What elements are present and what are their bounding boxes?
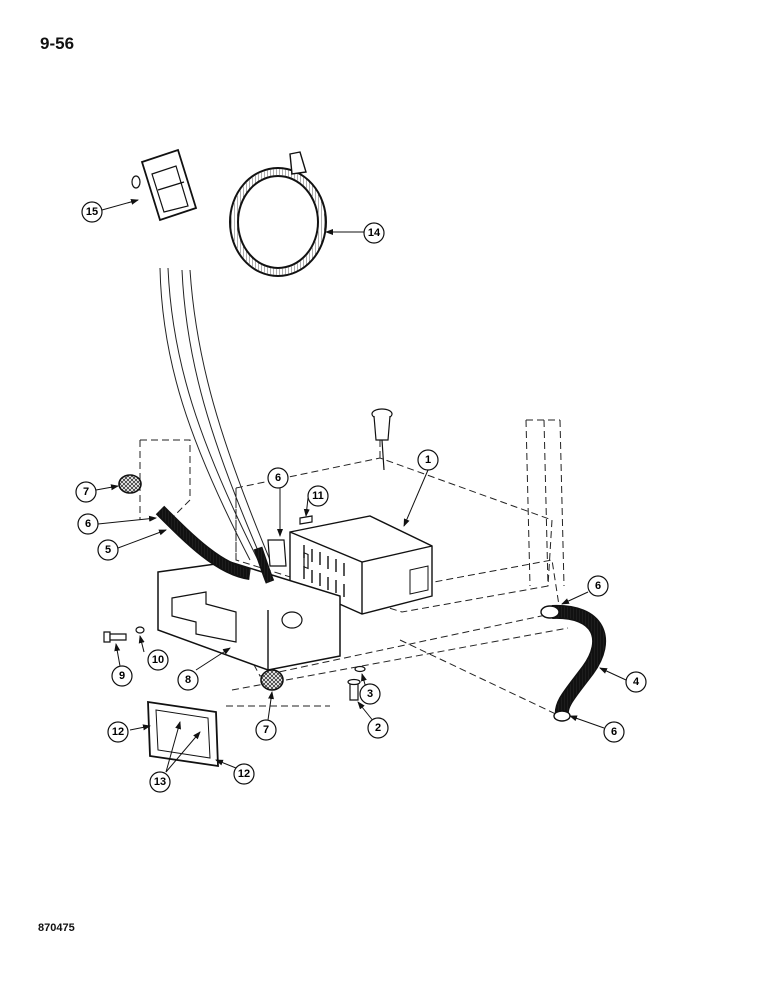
callout-2: 2 (367, 717, 389, 739)
filter-frame (147, 700, 219, 768)
callout-label: 5 (105, 544, 111, 556)
callout-label: 13 (154, 776, 166, 788)
clip-6-upper (267, 539, 287, 567)
mounting-plate (157, 561, 341, 671)
right-duct-hose (540, 604, 607, 722)
callout-label: 7 (83, 486, 89, 498)
callout-6-left: 6 (77, 513, 99, 535)
callout-6-right: 6 (587, 575, 609, 597)
callout-4: 4 (625, 671, 647, 693)
figure-code: 870475 (38, 922, 75, 934)
rocker-switch (131, 148, 198, 222)
callout-12-left: 12 (107, 721, 129, 743)
screw-11 (299, 515, 313, 525)
callout-label: 3 (367, 688, 373, 700)
callout-9: 9 (111, 665, 133, 687)
callout-label: 10 (152, 654, 164, 666)
callout-label: 4 (633, 676, 640, 688)
callout-7-upper: 7 (75, 481, 97, 503)
callout-label: 6 (275, 472, 281, 484)
callout-label: 1 (425, 454, 431, 466)
callout-7-lower: 7 (255, 719, 277, 741)
callout-10: 10 (147, 649, 169, 671)
callout-11: 11 (307, 485, 329, 507)
callout-6-upper: 6 (267, 467, 289, 489)
callout-label: 6 (611, 726, 617, 738)
callout-label: 12 (238, 768, 250, 780)
callout-15: 14 (363, 222, 385, 244)
callout-label: 8 (185, 674, 191, 686)
callout-1: 1 (417, 449, 439, 471)
cable-tie (229, 151, 327, 277)
callout-label: 6 (85, 518, 91, 530)
bolt-2 (347, 678, 361, 701)
callout-label: 14 (368, 227, 381, 239)
harness-cables (159, 267, 271, 561)
callout-8: 8 (177, 669, 199, 691)
callout-6-lower: 6 (603, 721, 625, 743)
louvre-upper (118, 474, 142, 494)
callout-label: 6 (595, 580, 601, 592)
callout-label: 9 (119, 670, 125, 682)
callout-label: 2 (375, 722, 381, 734)
louvre-lower (260, 669, 284, 691)
page-number: 9-56 (40, 34, 75, 53)
callout-3: 3 (359, 683, 381, 705)
washer-10 (135, 626, 145, 634)
control-valve (371, 408, 393, 471)
callout-label: 12 (112, 726, 124, 738)
bolt-9 (103, 631, 127, 643)
callout-label: 15 (86, 206, 98, 218)
leader-lines (95, 198, 627, 773)
callout-14: 15 (81, 201, 103, 223)
callout-12-right: 12 (233, 763, 255, 785)
left-duct-hose (155, 505, 275, 584)
washer-3 (354, 665, 366, 673)
callout-13: 13 (149, 771, 171, 793)
callout-5: 5 (97, 539, 119, 561)
callout-label: 7 (263, 724, 269, 736)
callout-label: 11 (312, 490, 324, 502)
